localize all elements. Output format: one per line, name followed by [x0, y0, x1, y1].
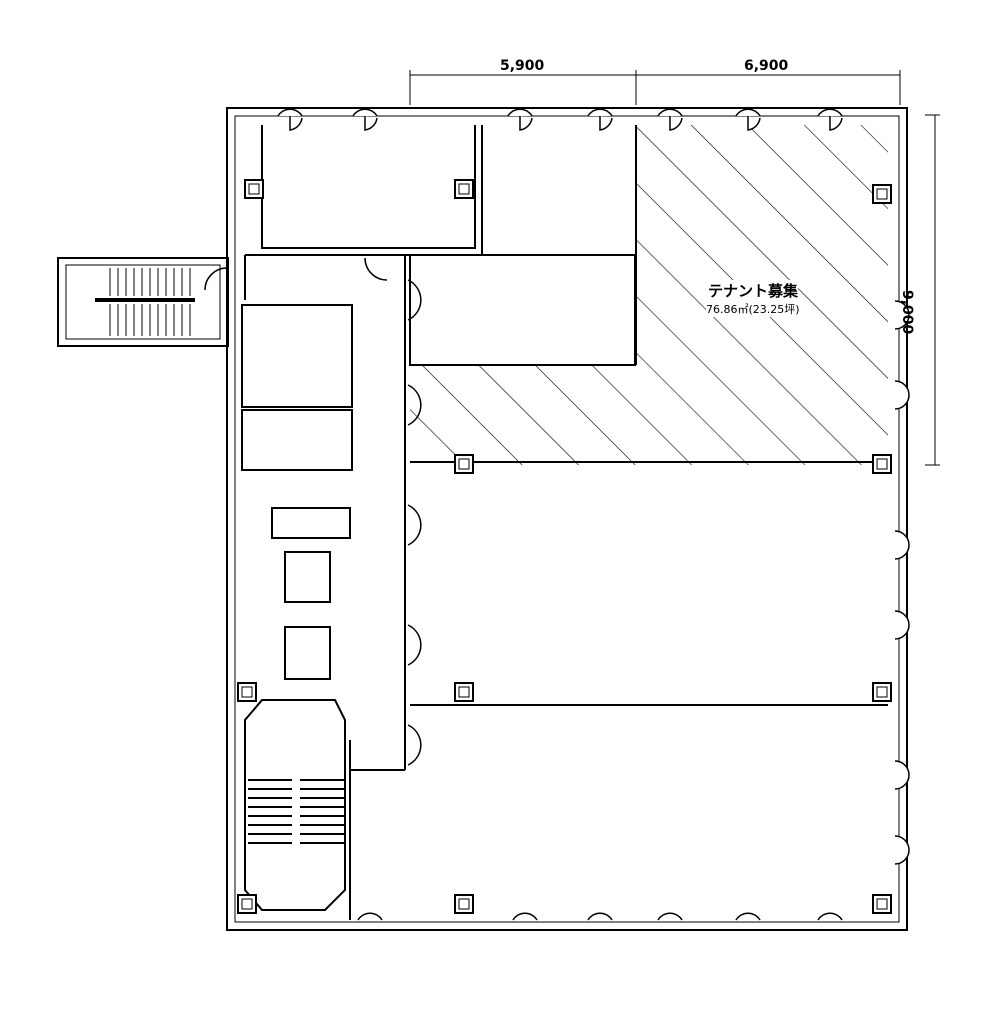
window-door — [512, 912, 538, 921]
external-staircase — [57, 257, 229, 347]
window-door — [735, 108, 761, 131]
door-swing — [204, 267, 228, 291]
column — [454, 179, 474, 199]
window-door — [894, 530, 910, 560]
window-door — [894, 380, 910, 410]
column — [454, 454, 474, 474]
column — [237, 894, 257, 914]
window-door — [894, 610, 910, 640]
internal-staircase — [248, 779, 345, 844]
outer-walls — [226, 107, 908, 931]
dimension-lines — [409, 70, 940, 466]
window-door — [735, 912, 761, 921]
tenant-area: 76.86㎡(23.25坪) — [706, 301, 800, 317]
door-swing — [407, 724, 422, 766]
dimension-right-vertical: 9,000 — [899, 290, 915, 335]
door-swing — [407, 384, 422, 426]
window-door — [894, 760, 910, 790]
window-door — [587, 912, 613, 921]
door-swing — [364, 257, 388, 281]
dimension-top-right: 6,900 — [744, 58, 789, 74]
column — [237, 682, 257, 702]
doors — [204, 108, 910, 921]
window-door — [817, 912, 843, 921]
column — [872, 184, 892, 204]
column — [872, 454, 892, 474]
tenant-title: テナント募集 — [708, 280, 799, 301]
window-door — [894, 300, 910, 330]
column — [454, 894, 474, 914]
window-door — [357, 912, 383, 921]
dimension-top-left: 5,900 — [500, 58, 545, 74]
window-door — [657, 912, 683, 921]
window-door — [894, 835, 910, 865]
column — [244, 179, 264, 199]
column — [454, 682, 474, 702]
door-swing — [407, 279, 422, 321]
column — [872, 682, 892, 702]
columns — [237, 179, 892, 914]
tenant-vacant-area[interactable] — [410, 125, 888, 465]
interior-walls — [241, 125, 888, 920]
window-door — [587, 108, 613, 131]
door-swing — [407, 624, 422, 666]
column — [872, 894, 892, 914]
window-door — [817, 108, 843, 131]
door-swing — [407, 504, 422, 546]
window-door — [277, 108, 303, 131]
window-door — [352, 108, 378, 131]
window-door — [507, 108, 533, 131]
window-door — [657, 108, 683, 131]
